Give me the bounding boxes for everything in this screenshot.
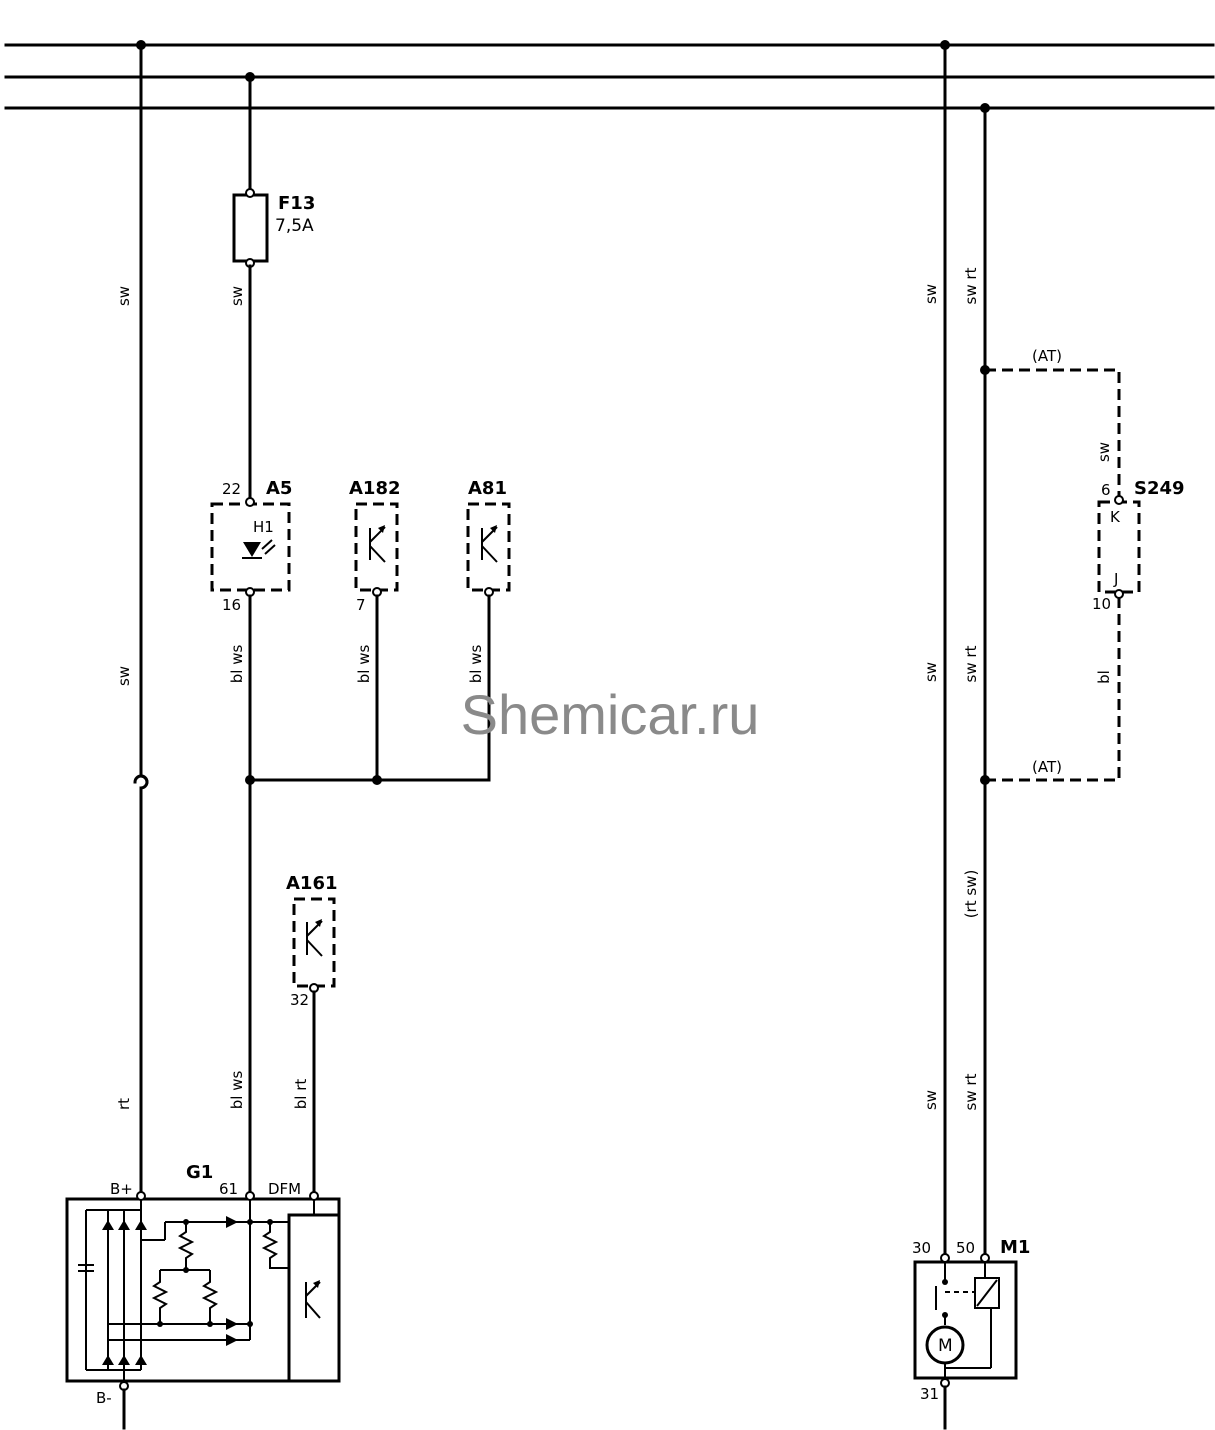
module-a161-outline — [292, 897, 336, 988]
at-label-top: (AT) — [1032, 347, 1062, 365]
fuse-pin-top — [245, 188, 255, 198]
g1-pin-dfm-label: DFM — [268, 1180, 301, 1198]
g1-pin-dfm — [309, 1191, 319, 1201]
transistor-icon — [306, 919, 323, 957]
a81-label: A81 — [468, 478, 507, 499]
a5-pin-22 — [245, 497, 255, 507]
g1-pin-61-label: 61 — [219, 1180, 238, 1198]
transistor-icon — [369, 525, 386, 563]
starter-motor-m1 — [913, 1253, 1018, 1430]
junction-dot — [245, 775, 255, 785]
wire-label: sw — [115, 286, 133, 306]
at-label-bottom: (AT) — [1032, 758, 1062, 776]
led-icon-ray — [261, 539, 273, 550]
s249-pin-6-label: 6 — [1101, 481, 1111, 499]
wire-label: (rt sw) — [962, 870, 980, 919]
wire-left-vertical — [139, 43, 149, 1197]
module-a81-outline — [466, 502, 511, 592]
wire-label: sw — [228, 286, 246, 306]
m1-pin-50 — [980, 1253, 990, 1263]
a5-inner-label: H1 — [253, 518, 274, 536]
wire-crossover-arc — [133, 774, 149, 784]
wire-label: bl — [1095, 670, 1113, 684]
led-icon — [243, 542, 261, 557]
wire-label: rt — [115, 1098, 133, 1110]
led-icon-ray — [264, 544, 276, 555]
s249-label: S249 — [1134, 478, 1185, 499]
wire-at-bottom — [985, 597, 1121, 782]
s249-pin-6 — [1114, 495, 1124, 505]
alternator-g1 — [65, 1191, 341, 1430]
wire-label: bl ws — [355, 645, 373, 684]
wire-at-top — [985, 368, 1121, 498]
m1-label: M1 — [1000, 1237, 1030, 1258]
junction-dot — [372, 775, 382, 785]
wire-label: bl ws — [228, 1071, 246, 1110]
fuse-f13-rating: 7,5A — [275, 216, 314, 236]
transistor-icon — [481, 525, 498, 563]
a5-pin-22-label: 22 — [222, 480, 241, 498]
m1-pin-30 — [940, 1253, 950, 1263]
a182-pin-7-label: 7 — [356, 596, 366, 614]
wire-label: sw rt — [962, 1073, 980, 1110]
wire-label: bl rt — [292, 1079, 310, 1110]
fuse-f13-body — [232, 193, 269, 263]
s249-pin-10 — [1114, 589, 1124, 599]
fuse-f13-label: F13 — [278, 193, 315, 214]
a5-pin-16-label: 16 — [222, 596, 241, 614]
wire-label: bl ws — [467, 645, 485, 684]
a161-pin-32-label: 32 — [290, 991, 309, 1009]
m1-pin-50-label: 50 — [956, 1239, 975, 1257]
wire-label: sw rt — [962, 267, 980, 304]
s249-pin-10-label: 10 — [1092, 595, 1111, 613]
wire-label: bl ws — [228, 645, 246, 684]
wire-label: sw rt — [962, 645, 980, 682]
wire-label: sw — [115, 666, 133, 686]
module-a182-outline — [354, 502, 399, 592]
s249-contact-j: J — [1113, 570, 1118, 588]
g1-pin-61 — [245, 1191, 255, 1201]
a182-label: A182 — [349, 478, 401, 499]
g1-pin-bplus — [136, 1191, 146, 1201]
wire-label: sw — [922, 662, 940, 682]
wire-label: sw — [922, 284, 940, 304]
motor-label: M — [938, 1336, 953, 1356]
watermark: Shemicar.ru — [461, 683, 760, 746]
g1-pin-bplus-label: B+ — [110, 1180, 133, 1198]
a161-label: A161 — [286, 873, 338, 894]
s249-contact-k: K — [1110, 508, 1121, 526]
m1-pin-31-label: 31 — [920, 1385, 939, 1403]
wire-label: sw — [922, 1090, 940, 1110]
a5-label: A5 — [266, 478, 292, 499]
g1-label: G1 — [186, 1162, 213, 1183]
wire-label: sw — [1095, 442, 1113, 462]
g1-pin-bminus-label: B- — [96, 1389, 112, 1407]
m1-pin-30-label: 30 — [912, 1239, 931, 1257]
